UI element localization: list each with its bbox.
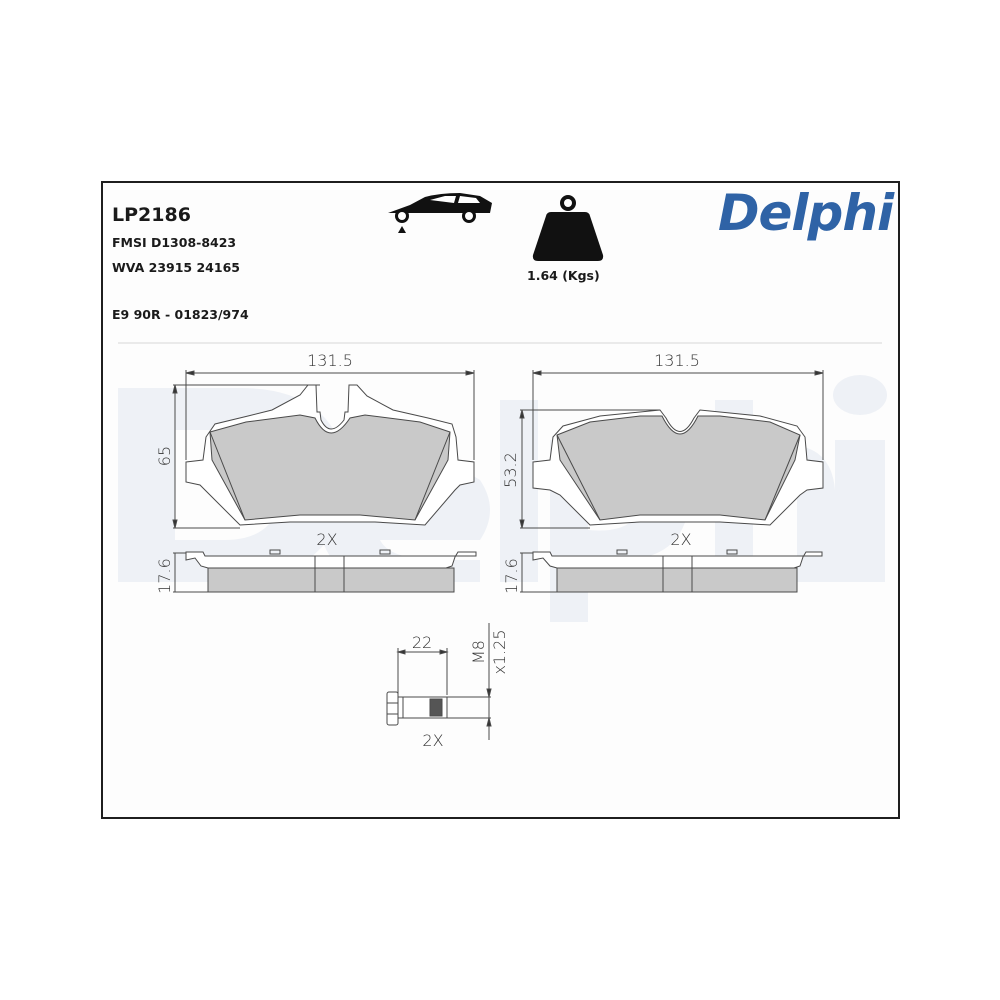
weight-icon [532,195,604,261]
bolt-thread-dim: M8 [469,640,488,664]
left-pad-width-dim: 131.5 [307,351,353,370]
fmsi-code: FMSI D1308-8423 [112,235,237,250]
bolt-length-dim: 22 [412,633,432,652]
right-pad-qty: 2X [670,530,691,549]
right-pad-thickness-dim: 17.6 [502,558,521,594]
bolt-pitch-dim: x1.25 [490,629,509,674]
left-pad-side-view [173,549,477,593]
car-front-axle-icon [388,193,492,233]
right-pad-top-view [519,370,824,529]
right-pad-width-dim: 131.5 [654,351,700,370]
right-pad-height-dim: 53.2 [501,452,520,488]
delphi-logo: Delphi [718,184,894,242]
bolt-drawing [386,623,492,740]
approval-code: E9 90R - 01823/974 [112,307,249,322]
bolt-qty: 2X [422,731,443,750]
left-pad-qty: 2X [316,530,337,549]
right-pad-side-view [520,549,823,593]
weight-label: 1.64 (Kgs) [527,268,600,283]
part-number: LP2186 [112,204,191,226]
left-pad-top-view [172,370,475,529]
wva-code: WVA 23915 24165 [112,260,240,275]
left-pad-thickness-dim: 17.6 [155,558,174,594]
left-pad-height-dim: 65 [155,446,174,466]
